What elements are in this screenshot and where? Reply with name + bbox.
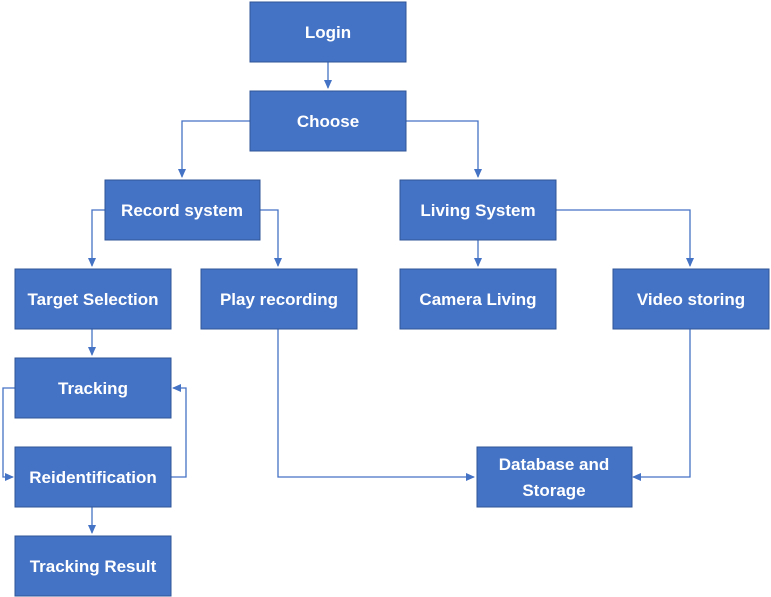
node-database-label-line1: Database and [499,455,610,474]
node-reidentification-label: Reidentification [29,468,157,487]
arrow-play-recording-to-database [277,329,475,481]
node-choose: Choose [249,90,407,152]
node-reidentification: Reidentification [14,446,172,508]
arrow-choose-to-living-system [406,120,482,178]
node-choose-label: Choose [297,112,359,131]
node-record-system-label: Record system [121,201,243,220]
node-login-label: Login [305,23,351,42]
arrow-video-storing-to-database [632,329,691,481]
node-database-storage: Database and Storage [476,446,633,508]
node-camera-living: Camera Living [399,268,557,330]
arrow-record-to-play-recording [260,209,282,267]
arrow-tracking-to-reidentification [2,387,15,481]
node-tracking-result: Tracking Result [14,535,172,597]
node-target-selection-label: Target Selection [28,290,159,309]
arrow-living-to-video-storing [556,209,694,267]
node-play-recording-label: Play recording [220,290,338,309]
node-database-label-line2: Storage [522,481,585,500]
arrow-choose-to-record-system [178,120,250,178]
node-video-storing-label: Video storing [637,290,745,309]
arrow-reidentification-to-tracking [171,384,187,478]
node-target-selection: Target Selection [14,268,172,330]
node-tracking-result-label: Tracking Result [30,557,157,576]
node-play-recording: Play recording [200,268,358,330]
node-tracking-label: Tracking [58,379,128,398]
node-camera-living-label: Camera Living [419,290,536,309]
node-tracking: Tracking [14,357,172,419]
node-login: Login [249,1,407,63]
connectors [2,62,694,534]
arrow-record-to-target-selection [88,209,105,267]
node-record-system: Record system [104,179,261,241]
node-video-storing: Video storing [612,268,770,330]
node-living-system-label: Living System [420,201,535,220]
node-living-system: Living System [399,179,557,241]
